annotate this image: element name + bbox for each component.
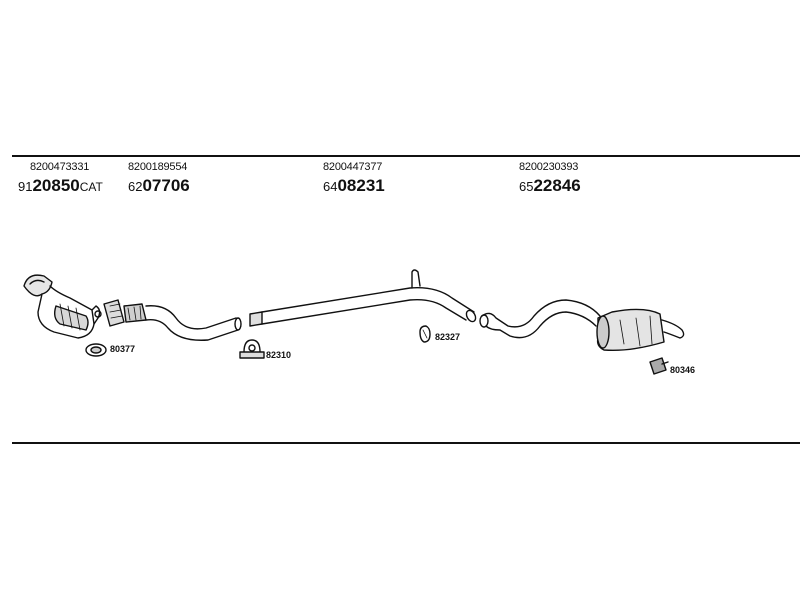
clamp-part	[239, 339, 265, 359]
oem-number-middle-pipe: 8200447377	[323, 161, 383, 173]
part-code-main: 20850	[32, 176, 80, 195]
oem-number-front-pipe: 8200189554	[128, 161, 188, 173]
accessory-label-clamp: 82310	[266, 350, 292, 360]
part-code-rear-silencer: 6522846	[519, 176, 581, 196]
rear-silencer-part	[479, 299, 685, 352]
part-code-middle-pipe: 6408231	[323, 176, 385, 196]
top-rule	[12, 155, 800, 157]
part-code-catalyst: 9120850CAT	[18, 176, 103, 196]
part-code-main: 07706	[142, 176, 190, 195]
front-pipe-part	[103, 299, 242, 341]
part-code-prefix: 91	[18, 179, 33, 194]
bottom-rule	[12, 442, 800, 444]
oem-number-rear-silencer: 8200230393	[519, 161, 579, 173]
rubber-mount-part	[419, 325, 431, 343]
part-code-prefix: 64	[323, 179, 338, 194]
rubber-ring-part	[85, 343, 107, 357]
part-code-prefix: 65	[519, 179, 534, 194]
part-code-suffix: CAT	[79, 180, 103, 194]
part-code-main: 22846	[533, 176, 581, 195]
accessory-label-rubber-ring: 80377	[110, 344, 136, 354]
oem-number-catalyst: 8200473331	[30, 161, 90, 173]
part-code-main: 08231	[337, 176, 385, 195]
accessory-label-rubber-mount: 82327	[435, 332, 461, 342]
catalytic-converter-part	[23, 274, 102, 339]
accessory-label-hanger: 80346	[670, 365, 696, 375]
middle-pipe-part	[249, 269, 477, 327]
hanger-part	[649, 357, 669, 375]
part-code-prefix: 62	[128, 179, 143, 194]
part-code-front-pipe: 6207706	[128, 176, 190, 196]
